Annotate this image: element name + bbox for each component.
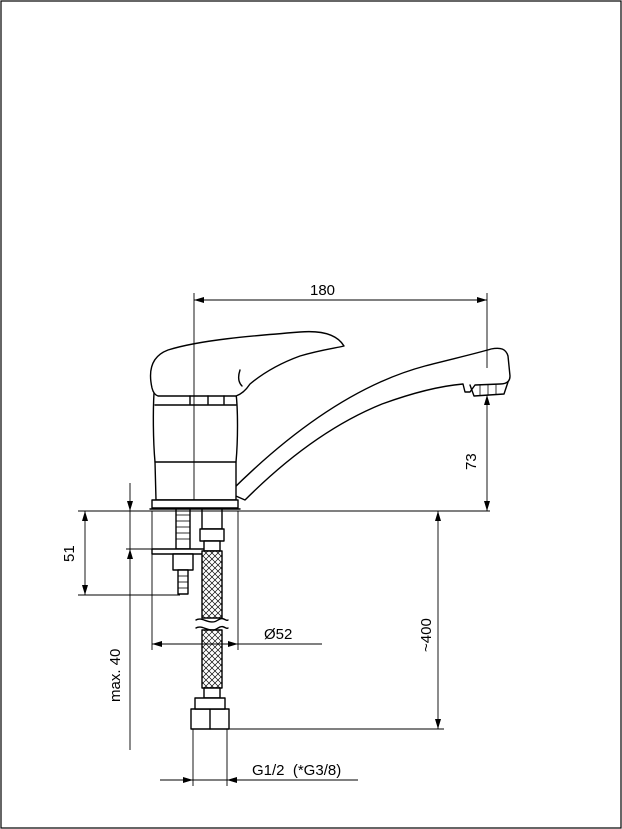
spout (228, 347, 511, 501)
dim-51-label: 51 (61, 545, 78, 562)
dim-connection-label: G1/2 (*G3/8) (252, 762, 341, 779)
dimension-180: 180 (193, 282, 488, 500)
dimension-73: 73 (463, 395, 490, 511)
dim-max-40-label: max. 40 (107, 649, 124, 702)
dimension-diameter-52: Ø52 (151, 511, 322, 650)
faucet-body (149, 392, 241, 510)
dimension-connection: G1/2 (*G3/8) (160, 729, 358, 786)
dim-73-label: 73 (463, 453, 480, 470)
dimension-max-40: max. 40 (107, 483, 152, 750)
dim-180-label: 180 (310, 282, 335, 299)
dimension-51: 51 (61, 511, 180, 596)
lever-handle (149, 330, 345, 405)
stud-nut (172, 553, 194, 571)
dimension-400: ~400 (229, 511, 444, 730)
dim-400-label: ~400 (418, 618, 435, 652)
dim-diameter-52-label: Ø52 (264, 626, 292, 643)
body-base-ring (151, 499, 239, 509)
supply-hose (190, 508, 230, 730)
